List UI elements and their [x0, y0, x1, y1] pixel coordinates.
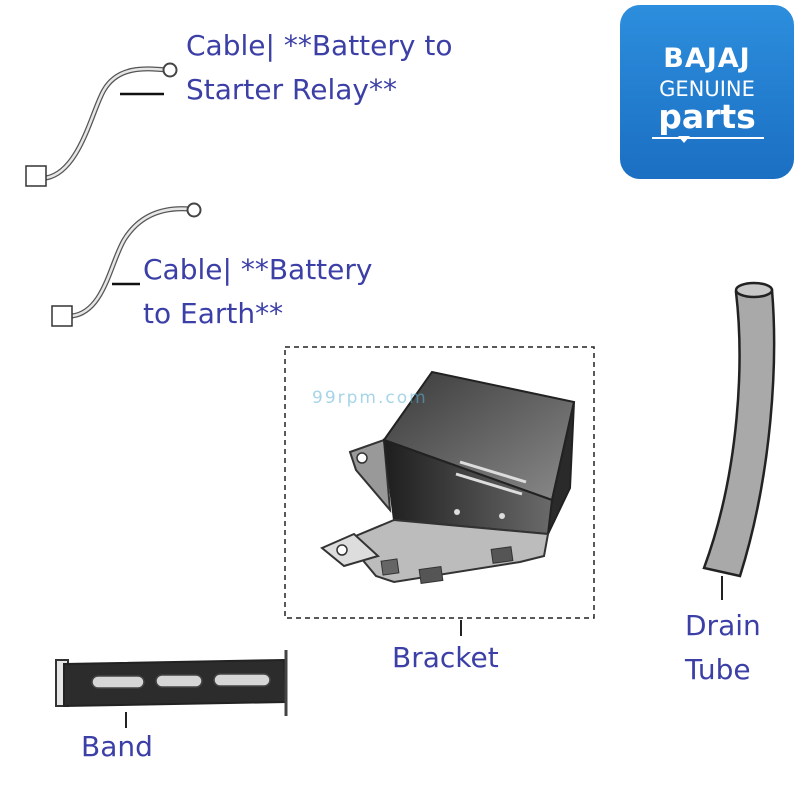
logo-genuine: GENUINE	[659, 77, 755, 101]
label-drain-tube: Drain Tube	[685, 604, 761, 692]
label-band: Band	[81, 730, 153, 763]
label-bracket: Bracket	[392, 641, 499, 674]
logo-arrow-icon	[678, 136, 690, 143]
label-line-2: Tube	[685, 653, 751, 686]
logo-parts: parts	[658, 97, 756, 136]
drain-tube-image	[702, 281, 776, 578]
bracket-image	[320, 370, 576, 585]
logo-underline	[652, 137, 764, 139]
label-line-2: to Earth**	[143, 297, 284, 330]
bajaj-genuine-parts-logo: BAJAJ GENUINE parts	[620, 5, 794, 179]
band-image	[55, 650, 288, 716]
label-line-1: Drain	[685, 609, 761, 642]
watermark: 99rpm.com	[312, 388, 428, 408]
label-line-1: Cable| **Battery to	[186, 29, 453, 62]
cable-battery-to-starter-relay-image	[25, 62, 178, 187]
label-line-2: Starter Relay**	[186, 73, 397, 106]
logo-brand: BAJAJ	[663, 43, 751, 74]
label-cable-battery-to-earth: Cable| **Battery to Earth**	[143, 248, 372, 336]
cable-battery-to-earth-image	[51, 202, 202, 327]
label-cable-battery-to-starter-relay: Cable| **Battery to Starter Relay**	[186, 24, 452, 112]
label-line-1: Cable| **Battery	[143, 253, 373, 286]
bracket-dashed-frame	[284, 346, 595, 619]
